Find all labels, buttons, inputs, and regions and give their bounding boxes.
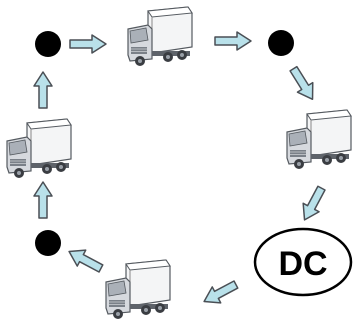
truck-bottom-icon: [105, 259, 171, 320]
truck-right-icon: [286, 109, 352, 170]
stop-bottom-left: [35, 230, 61, 256]
arrow-stop1-to-truck-top: [69, 34, 107, 54]
arrow-stop3-to-truck-left: [33, 181, 53, 219]
stop-top-left: [35, 31, 61, 57]
arrow-stop2-to-truck-right: [285, 63, 321, 105]
dc-node: DC: [253, 227, 353, 297]
arrow-truck-right-to-dc: [295, 183, 331, 225]
truck-left-icon: [6, 118, 72, 179]
stop-top-right: [268, 30, 294, 56]
dc-label: DC: [278, 245, 327, 283]
arrow-truck-left-to-stop1: [33, 71, 53, 109]
arrow-truck-bottom-to-stop3: [64, 242, 106, 278]
arrow-dc-to-truck-bottom: [199, 275, 241, 311]
truck-top-icon: [127, 6, 193, 67]
arrow-truck-top-to-stop2: [214, 31, 252, 51]
